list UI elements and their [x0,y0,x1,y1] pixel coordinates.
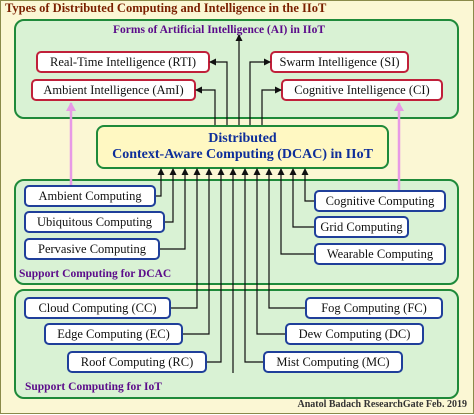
arrow-fog [265,168,305,309]
ai-forms-title: Forms of Artificial Intelligence (AI) in… [113,24,326,36]
cognitive-computing-box: Cognitive Computing [314,190,446,212]
arrow-to-rti [209,58,228,125]
arrow-to-si [249,58,271,125]
fog-computing-box: Fog Computing (FC) [305,297,443,319]
arrow-grid [289,168,314,228]
si-box: Swarm Intelligence (SI) [270,51,409,73]
iot-support-title: Support Computing for IoT [25,381,162,393]
dcac-support-title: Support Computing for DCAC [19,268,172,280]
ci-box: Cognitive Intelligence (CI) [281,79,443,101]
dcac-line1: Distributed [208,130,277,146]
wearable-computing-box: Wearable Computing [314,243,446,265]
arrow-dew [253,168,285,335]
dew-computing-box: Dew Computing (DC) [285,323,424,345]
arrow-ubiquitous [165,168,177,223]
arrow-to-ami [195,86,216,125]
arrow-wearable [277,168,314,255]
dcac-line2: Context-Aware Computing (DCAC) in IIoT [112,147,373,162]
grid-computing-box: Grid Computing [314,216,409,238]
arrow-edge [183,168,213,335]
arrow-pervasive [160,168,189,250]
roof-computing-box: Roof Computing (RC) [67,351,207,373]
diagram-title: Types of Distributed Computing and Intel… [5,1,327,15]
arrow-cognitive [301,168,314,202]
pervasive-computing-box: Pervasive Computing [24,238,160,260]
arrow-ambient [156,168,165,197]
edge-computing-box: Edge Computing (EC) [44,323,183,345]
arrow-cloud [171,168,201,309]
arrow-mist [241,168,263,363]
mist-computing-box: Mist Computing (MC) [263,351,403,373]
arrow-to-ci [261,86,282,125]
rti-box: Real-Time Intelligence (RTI) [36,51,210,73]
ubiquitous-computing-box: Ubiquitous Computing [24,211,165,233]
ami-box: Ambient Intelligence (AmI) [31,79,196,101]
credit-line: Anatol Badach ResearchGate Feb. 2019 [297,399,467,410]
ambient-computing-box: Ambient Computing [24,185,156,207]
cloud-computing-box: Cloud Computing (CC) [24,297,171,319]
arrow-roof [207,168,225,363]
